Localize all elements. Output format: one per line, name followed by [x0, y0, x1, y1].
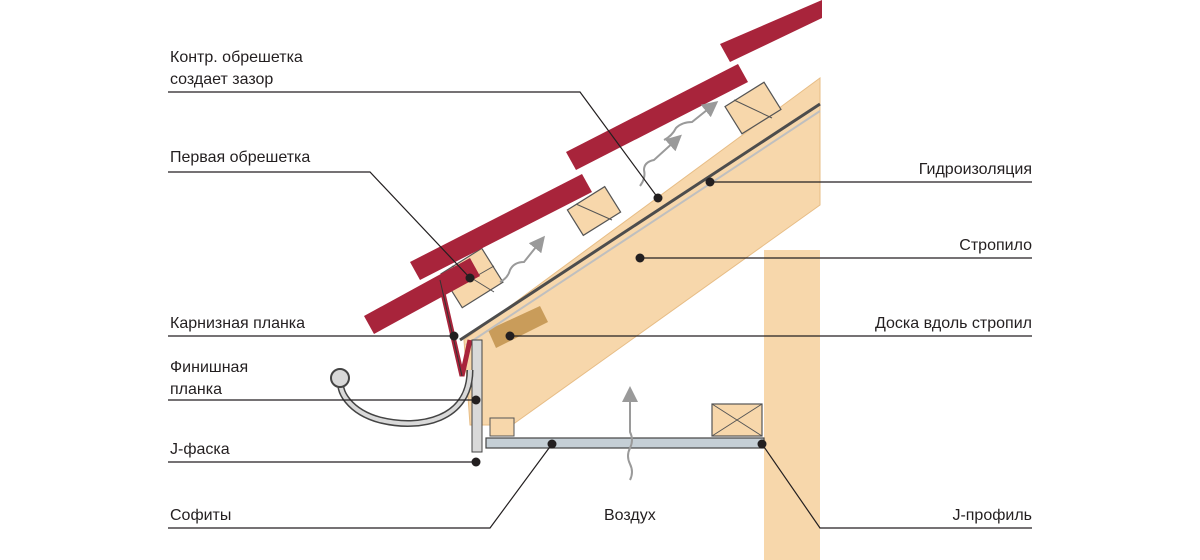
label-rafter: Стропило — [959, 237, 1032, 254]
wall-post — [764, 250, 820, 560]
counter-batten-2 — [724, 81, 782, 135]
leader-lines — [168, 91, 1032, 529]
eaves-strip-edge — [439, 279, 463, 377]
label-counter-batten-line2: создает зазор — [170, 71, 274, 88]
gutter — [337, 369, 474, 427]
label-j-chamfer: J-фаска — [170, 441, 230, 458]
waterproofing-membrane — [459, 102, 821, 342]
counter-batten-1 — [566, 185, 622, 237]
label-finish-strip-line1: Финишная — [170, 359, 249, 376]
waterproofing-membrane-inner — [465, 110, 821, 346]
label-counter-batten-line1: Контр. обрешетка — [170, 49, 303, 66]
label-j-profile: J-профиль — [952, 507, 1032, 524]
label-air: Воздух — [604, 507, 656, 524]
label-eaves-strip: Карнизная планка — [170, 315, 306, 332]
label-soffits: Софиты — [170, 507, 232, 524]
label-waterproofing: Гидроизоляция — [918, 161, 1032, 178]
block-left — [489, 417, 515, 437]
label-first-batten: Первая обрешетка — [170, 149, 311, 166]
block-right — [711, 403, 763, 437]
roof-tiles — [364, 0, 822, 334]
air-flow-arrows — [499, 101, 719, 481]
gutter-end — [330, 368, 350, 388]
label-finish-strip-line2: планка — [170, 381, 222, 398]
leader-dots — [449, 177, 767, 467]
label-board-along-rafters: Доска вдоль стропил — [875, 315, 1032, 332]
board-along-rafters — [488, 306, 548, 348]
soffit-panel — [485, 437, 765, 449]
